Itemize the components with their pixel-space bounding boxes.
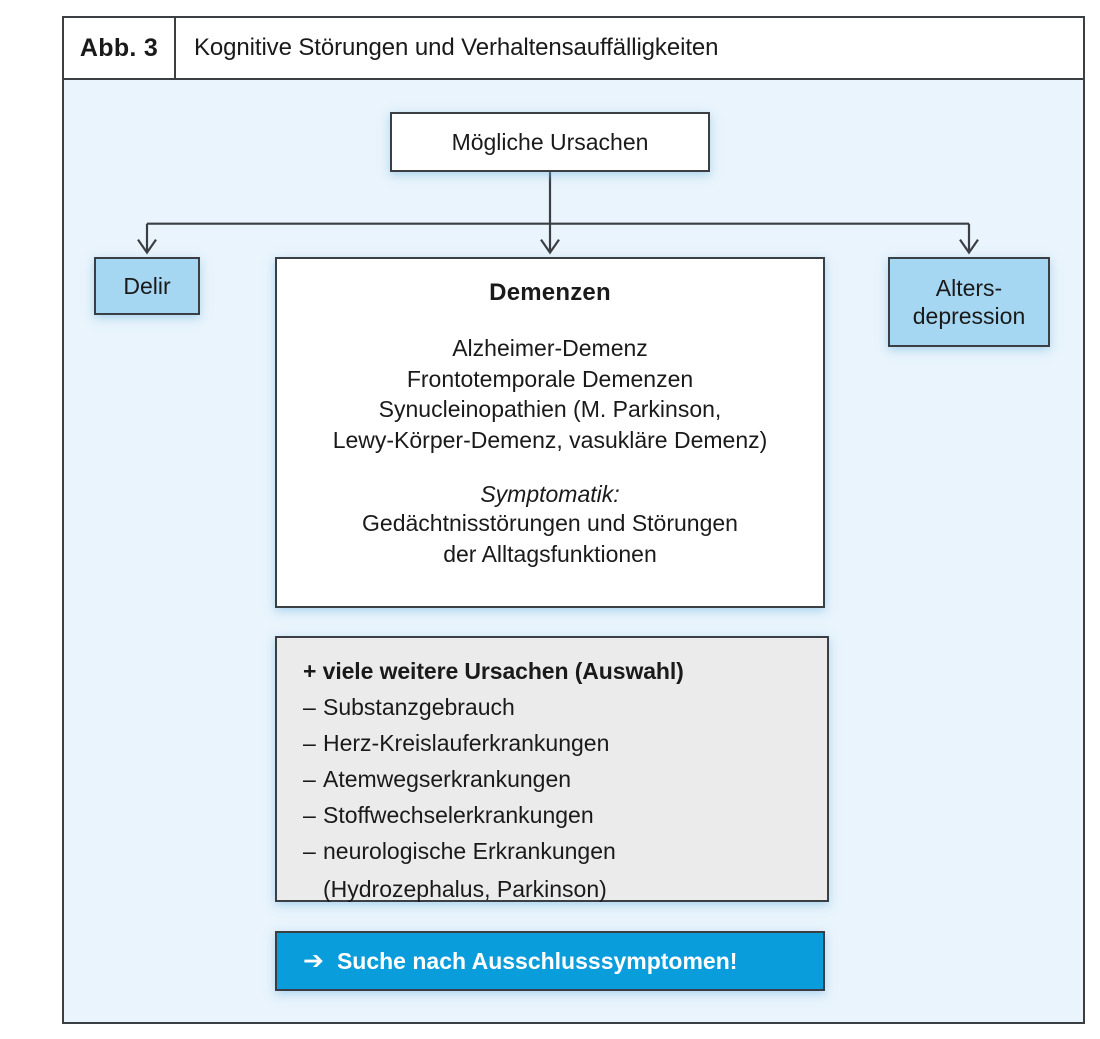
weitere-item-label-3: Atemwegserkrankungen — [323, 766, 572, 792]
arrowhead-altersdepression-icon — [959, 239, 979, 255]
weitere-ursachen-list-item: – Stoffwechselerkrankungen — [303, 804, 805, 827]
demenzen-symptomatik-line-1: Gedächtnisstörungen und Störungen — [362, 510, 738, 537]
demenzen-type-3: Synucleinopathien (M. Parkinson, — [378, 396, 722, 423]
node-demenzen[interactable]: Demenzen Alzheimer-Demenz Frontotemporal… — [275, 257, 825, 608]
weitere-item-label-2: Herz-Kreislauferkrankungen — [323, 730, 610, 756]
bullet-dash-icon: – — [303, 730, 316, 756]
weitere-ursachen-heading: + viele weitere Ursachen (Auswahl) — [303, 658, 684, 684]
demenzen-type-2: Frontotemporale Demenzen — [406, 365, 694, 392]
node-delir-label: Delir — [123, 272, 171, 299]
demenzen-symptomatik-line-2: der Alltagsfunktionen — [443, 540, 657, 567]
weitere-item-subline-5: (Hydrozephalus, Parkinson) — [323, 876, 607, 902]
right-arrow-icon: ➔ — [303, 946, 324, 975]
weitere-ursachen-list-item: – Atemwegserkrankungen — [303, 768, 805, 791]
bullet-dash-icon: – — [303, 766, 316, 792]
demenzen-symptomatik-label: Symptomatik: — [480, 481, 620, 508]
bullet-dash-icon: – — [303, 694, 316, 720]
node-demenzen-heading: Demenzen — [489, 279, 611, 306]
arrowhead-demenzen-icon — [540, 239, 560, 255]
figure-header: Abb. 3 Kognitive Störungen und Verhalten… — [64, 18, 1083, 80]
weitere-ursachen-list-item: – Substanzgebrauch — [303, 696, 805, 719]
figure-frame: Abb. 3 Kognitive Störungen und Verhalten… — [62, 16, 1085, 1024]
bullet-dash-icon: – — [303, 838, 316, 864]
diagram-canvas: Mögliche Ursachen Delir Alters-depressio… — [64, 80, 1083, 1022]
weitere-item-label-1: Substanzgebrauch — [323, 694, 515, 720]
node-weitere-ursachen[interactable]: + viele weitere Ursachen (Auswahl) – Sub… — [275, 636, 829, 902]
figure-title: Kognitive Störungen und Verhaltensauffäl… — [194, 34, 719, 61]
node-delir[interactable]: Delir — [94, 257, 200, 315]
figure-number-label: Abb. 3 — [64, 18, 176, 78]
suche-banner-label: Suche nach Ausschlusssymptomen! — [336, 947, 738, 974]
node-moegliche-ursachen[interactable]: Mögliche Ursachen — [390, 112, 710, 172]
bullet-dash-icon: – — [303, 802, 316, 828]
node-altersdepression-line1: Alters- — [935, 274, 1003, 301]
node-altersdepression[interactable]: Alters-depression — [888, 257, 1050, 347]
weitere-ursachen-list-item: – Herz-Kreislauferkrankungen — [303, 732, 805, 755]
node-altersdepression-line2: depression — [912, 303, 1026, 329]
arrowhead-delir-icon — [137, 239, 157, 255]
demenzen-type-4: Lewy-Körper-Demenz, vasukläre Demenz) — [332, 426, 768, 453]
demenzen-type-1: Alzheimer-Demenz — [452, 335, 648, 361]
weitere-ursachen-list-item: – neurologische Erkrankungen — [303, 840, 805, 863]
weitere-item-label-4: Stoffwechselerkrankungen — [323, 802, 594, 828]
node-moegliche-ursachen-label: Mögliche Ursachen — [451, 128, 649, 155]
node-suche-banner[interactable]: ➔ Suche nach Ausschlusssymptomen! — [275, 931, 825, 991]
node-altersdepression-label: Alters-depression — [913, 274, 1026, 330]
weitere-item-label-5: neurologische Erkrankungen — [323, 838, 616, 864]
